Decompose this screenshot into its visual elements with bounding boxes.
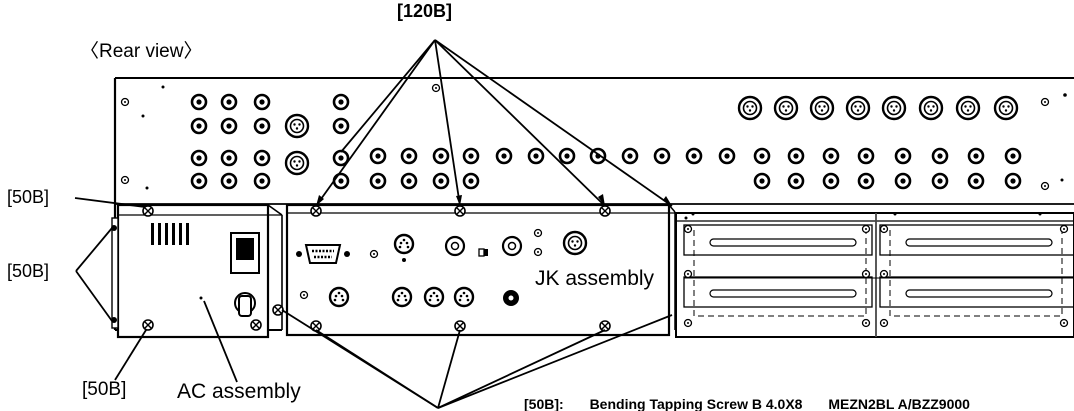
- legend-key: [50B]:: [524, 396, 564, 411]
- legend-description: Bending Tapping Screw B 4.0X8: [589, 396, 803, 411]
- rca-jack-2: [501, 235, 523, 257]
- callout-50b-lower: [50B]: [82, 379, 127, 400]
- jack-rows-right: [753, 147, 1022, 190]
- ac-assembly-panel: [111, 203, 283, 339]
- xlr-connectors-right: [737, 95, 1019, 121]
- expansion-slot-panels: [675, 212, 1074, 338]
- jack-group-left: [190, 93, 350, 190]
- rca-jack-1: [444, 235, 466, 257]
- chassis-screws: [120, 83, 1067, 191]
- fuse-holder: [234, 292, 256, 317]
- vent-slots: [151, 223, 189, 245]
- power-switch: [230, 232, 260, 274]
- dsub-connector: [296, 244, 350, 264]
- leader-arrowheads: [316, 194, 672, 206]
- legend-part-number: MEZN2BL A/BZZ9000: [828, 396, 970, 411]
- rear-view-label: 〈Rear view〉: [80, 41, 203, 62]
- callout-50b-middle: [50B]: [7, 261, 50, 281]
- callout-50b-upper: [50B]: [7, 187, 50, 207]
- jk-assembly-panel: [272, 203, 676, 337]
- callout-120b: [120B]: [397, 1, 453, 21]
- jk-assembly-label: JK assembly: [535, 267, 655, 290]
- ac-assembly-label: AC assembly: [177, 380, 301, 403]
- xlr-connectors-left: [284, 113, 310, 176]
- leader-lines: [74, 39, 673, 409]
- screw-legend: [50B]: Bending Tapping Screw B 4.0X8 MEZ…: [524, 396, 970, 411]
